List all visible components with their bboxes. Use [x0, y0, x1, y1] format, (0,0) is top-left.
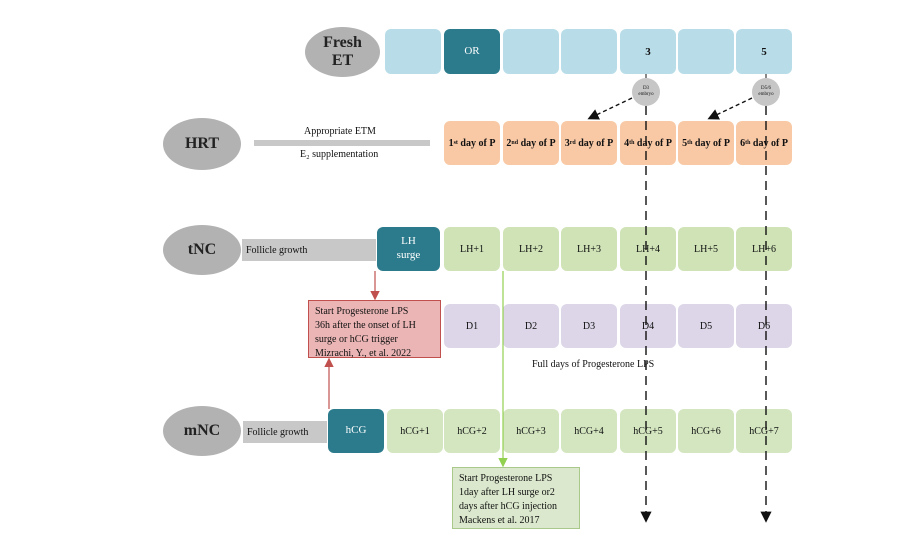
hrt-day-text: day of P — [692, 137, 730, 149]
lps-day-cell: D4 — [620, 304, 676, 348]
fresh-et-cell — [385, 29, 441, 74]
hrt-day-suffix: th — [745, 140, 751, 146]
hrt-day-text: day of P — [750, 137, 788, 149]
lh-surge-box: LH surge — [377, 227, 440, 271]
hrt-day-text: day of P — [518, 137, 556, 149]
hrt-label: HRT — [163, 118, 241, 170]
hrt-day-number: 2 — [506, 137, 512, 149]
tnc-day-cell: LH+4 — [620, 227, 676, 271]
fresh-et-label: Fresh ET — [305, 27, 380, 77]
hrt-day-suffix: st — [453, 140, 458, 146]
lps-day-cell: D6 — [736, 304, 792, 348]
hrt-bar-top-label: Appropriate ETM — [304, 126, 376, 137]
hrt-day-number: 5 — [682, 137, 688, 149]
fresh-et-cell — [503, 29, 559, 74]
hrt-day-number: 3 — [564, 137, 570, 149]
fresh-et-cell: 5 — [736, 29, 792, 74]
hrt-day-suffix: th — [687, 140, 693, 146]
lps-day-cell: D1 — [444, 304, 500, 348]
tnc-day-cell: LH+5 — [678, 227, 734, 271]
hrt-bar-bottom-label: E₂ supplementation — [300, 149, 379, 160]
lps-day-cell: D2 — [503, 304, 559, 348]
hcg-trigger-box: hCG — [328, 409, 384, 453]
d56-embryo-circle: D5/6 embryo — [752, 78, 780, 106]
hrt-day-number: 1 — [448, 137, 454, 149]
mizrachi-note: Start Progesterone LPS 36h after the ons… — [308, 300, 441, 359]
hrt-day-text: day of P — [575, 137, 614, 149]
hrt-day-text: day of P — [457, 137, 496, 149]
tnc-label: tNC — [163, 225, 241, 275]
mnc-label: mNC — [163, 406, 241, 456]
hrt-bar — [254, 140, 430, 146]
d3-embryo-circle: D3 embryo — [632, 78, 660, 106]
full-days-caption: Full days of Progesterone LPS — [532, 359, 655, 370]
fresh-et-cell: OR — [444, 29, 500, 74]
mnc-day-cell: hCG+3 — [503, 409, 559, 453]
lps-day-cell: D3 — [561, 304, 617, 348]
fresh-et-cell: 3 — [620, 29, 676, 74]
tnc-follicle-growth-bar: Follicle growth — [242, 239, 376, 261]
mnc-follicle-growth-bar: Follicle growth — [243, 421, 327, 443]
mackens-note: Start Progesterone LPS 1day after LH sur… — [452, 467, 580, 529]
hrt-day-text: day of P — [634, 137, 672, 149]
hrt-day-suffix: nd — [511, 140, 519, 146]
hrt-day-suffix: rd — [569, 140, 576, 146]
mnc-day-cell: hCG+6 — [678, 409, 734, 453]
tnc-day-cell: LH+2 — [503, 227, 559, 271]
d3-transfer-arrow — [587, 97, 633, 120]
lps-day-cell: D5 — [678, 304, 734, 348]
fresh-et-cell — [678, 29, 734, 74]
tnc-day-cell: LH+1 — [444, 227, 500, 271]
d56-transfer-arrow — [707, 97, 753, 120]
mnc-day-cell: hCG+7 — [736, 409, 792, 453]
hrt-day-number: 6 — [740, 137, 746, 149]
fresh-et-cell — [561, 29, 617, 74]
tnc-day-cell: LH+6 — [736, 227, 792, 271]
mnc-day-cell: hCG+4 — [561, 409, 617, 453]
mnc-day-cell: hCG+2 — [444, 409, 500, 453]
mnc-day-cell: hCG+1 — [387, 409, 443, 453]
tnc-day-cell: LH+3 — [561, 227, 617, 271]
hrt-day-suffix: th — [629, 140, 635, 146]
mnc-day-cell: hCG+5 — [620, 409, 676, 453]
hrt-day-number: 4 — [624, 137, 630, 149]
